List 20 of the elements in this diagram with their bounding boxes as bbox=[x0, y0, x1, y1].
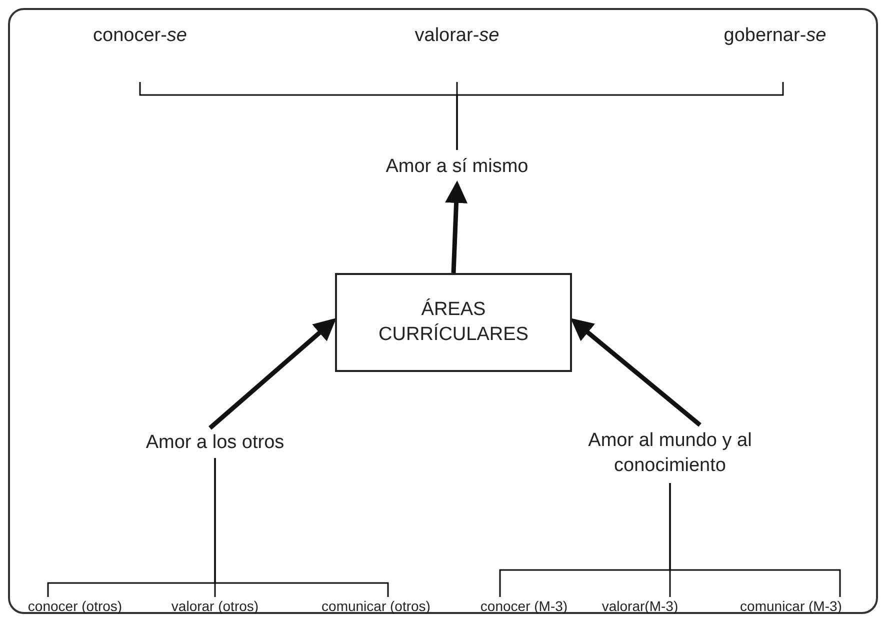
node-label: Amor al mundo y al conocimiento bbox=[587, 429, 753, 478]
node-label: conocer (otros) bbox=[28, 597, 122, 616]
bracket-line bbox=[456, 82, 784, 150]
bracket-line bbox=[214, 458, 389, 597]
node-label: gobernar-se bbox=[724, 24, 826, 48]
node-label: ÁREAS CURRÍCULARES bbox=[378, 298, 530, 346]
node-label: comunicar (otros) bbox=[322, 597, 430, 616]
node-label: valorar(M-3) bbox=[602, 597, 678, 616]
node-label: conocer-se bbox=[93, 24, 187, 48]
process-box bbox=[335, 273, 572, 372]
bracket-line bbox=[669, 483, 841, 597]
node-label: valorar (otros) bbox=[171, 597, 259, 616]
node-label: comunicar (M-3) bbox=[740, 597, 842, 616]
node-label: Amor a los otros bbox=[146, 430, 284, 455]
node-label: conocer (M-3) bbox=[480, 597, 568, 616]
node-label: Amor a sí mismo bbox=[386, 155, 528, 180]
node-label: valorar-se bbox=[414, 24, 500, 48]
arrow bbox=[208, 318, 336, 430]
arrow bbox=[570, 318, 702, 427]
arrow bbox=[445, 180, 468, 274]
